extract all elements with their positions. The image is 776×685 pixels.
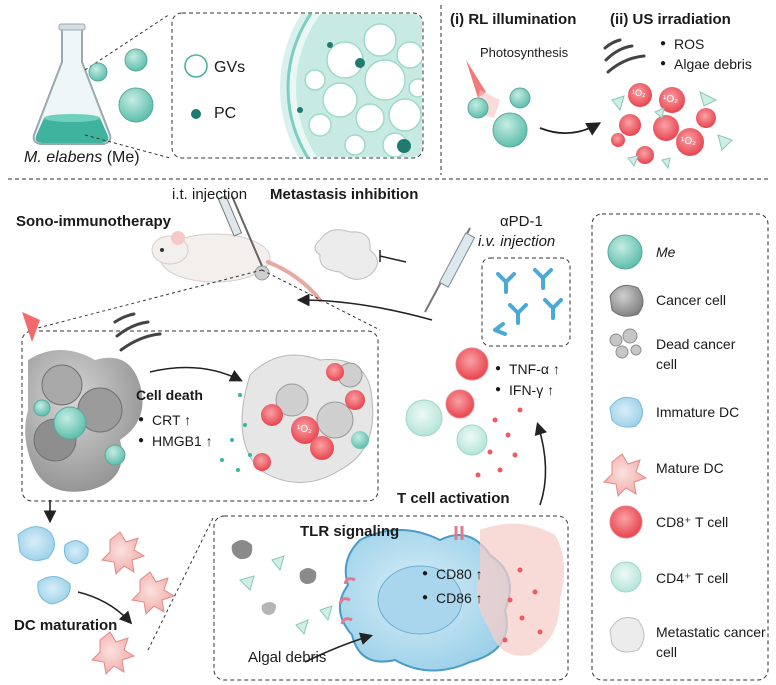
- singlet-oxygen-tumor: [253, 363, 369, 471]
- mature-dc-overlay: [476, 523, 564, 656]
- t-cells-cluster: [405, 347, 489, 456]
- dots-teal: [220, 393, 252, 472]
- algal-debris-label: Algal debris: [248, 649, 327, 666]
- iv-injection-label: i.v. injection: [478, 233, 556, 250]
- bullet-tnf: TNF-α ↑: [495, 361, 560, 377]
- alga-cells-illuminated: [467, 87, 531, 148]
- syringe-iv-icon: [424, 227, 476, 313]
- legend-cd8: CD8⁺ T cell: [656, 514, 729, 530]
- flask-icon: [32, 23, 112, 145]
- o2-label-1: ¹O₂: [632, 88, 646, 98]
- algal-debris-pieces: [231, 540, 333, 636]
- legend-dead-cancer-cell: Dead cancer cell: [656, 336, 736, 372]
- cell-death-label: Cell death: [136, 387, 203, 403]
- bullet-crt: CRT ↑: [138, 412, 191, 428]
- t-cell-activation-label: T cell activation: [397, 490, 510, 507]
- bullet-ros: ROS: [660, 36, 705, 52]
- ultrasound-waves-icon: [603, 38, 646, 74]
- metastatic-cell-icon-main: [314, 229, 378, 280]
- mature-dc-cells: [90, 531, 176, 676]
- apd1-label: αPD-1: [500, 213, 543, 230]
- immature-dc-cells: [17, 526, 89, 605]
- legend-cd4: CD4⁺ T cell: [656, 570, 729, 586]
- cell-cross-section: [280, 14, 422, 157]
- syringe-it-icon: [217, 195, 263, 267]
- bullet-algae-debris: Algae debris: [660, 56, 752, 72]
- metastasis-inhibition-label: Metastasis inhibition: [270, 186, 419, 203]
- algae-debris: [611, 91, 733, 170]
- bullet-hmgb1: HMGB1 ↑: [138, 433, 213, 449]
- pc-legend-icon: [191, 109, 201, 119]
- legend-gvs: GVs: [214, 59, 246, 76]
- bullet-cd86: CD86 ↑: [422, 590, 483, 606]
- legend-me: Me: [656, 244, 676, 260]
- antibody-icons: [493, 268, 563, 336]
- o2-label-4: ¹O₂: [297, 424, 312, 435]
- dc-dots: [502, 567, 543, 643]
- tlr-receptors: [338, 526, 464, 625]
- gv-legend-icon: [184, 54, 208, 78]
- bullet-cd80: CD80 ↑: [422, 566, 483, 582]
- legend-pc: PC: [214, 105, 237, 122]
- o2-label-2: ¹O₂: [663, 94, 678, 105]
- o2-label-3: ¹O₂: [681, 136, 696, 147]
- legend-icons: [602, 234, 648, 653]
- legend-cancer-cell: Cancer cell: [656, 292, 727, 308]
- mouse-icon: [151, 231, 322, 302]
- tlr-signaling-label: TLR signaling: [300, 523, 400, 540]
- light-beam-tumor: [22, 312, 40, 342]
- sono-immunotherapy-label: Sono-immunotherapy: [16, 213, 172, 230]
- legend-mature-dc: Mature DC: [656, 460, 724, 476]
- legend-metastatic: Metastatic cancer cell: [656, 624, 766, 660]
- legend-immature-dc: Immature DC: [656, 404, 740, 420]
- dc-maturation-label: DC maturation: [14, 617, 118, 634]
- ultrasound-waves-tumor: [113, 312, 162, 352]
- step-rl-illumination: (i) RL illumination: [450, 11, 577, 28]
- step-us-irradiation: (ii) US irradiation: [610, 11, 731, 28]
- tumor-cancer-cells: [25, 350, 143, 492]
- bullet-ifn: IFN-γ ↑: [495, 382, 554, 398]
- photosynthesis-label: Photosynthesis: [480, 45, 569, 60]
- it-injection-label: i.t. injection: [172, 186, 248, 203]
- alga-cells-small: [88, 48, 154, 123]
- organism-name: M. elabens (Me): [24, 149, 140, 166]
- cytokine-dots: [475, 407, 523, 478]
- ros-particles: [611, 83, 716, 164]
